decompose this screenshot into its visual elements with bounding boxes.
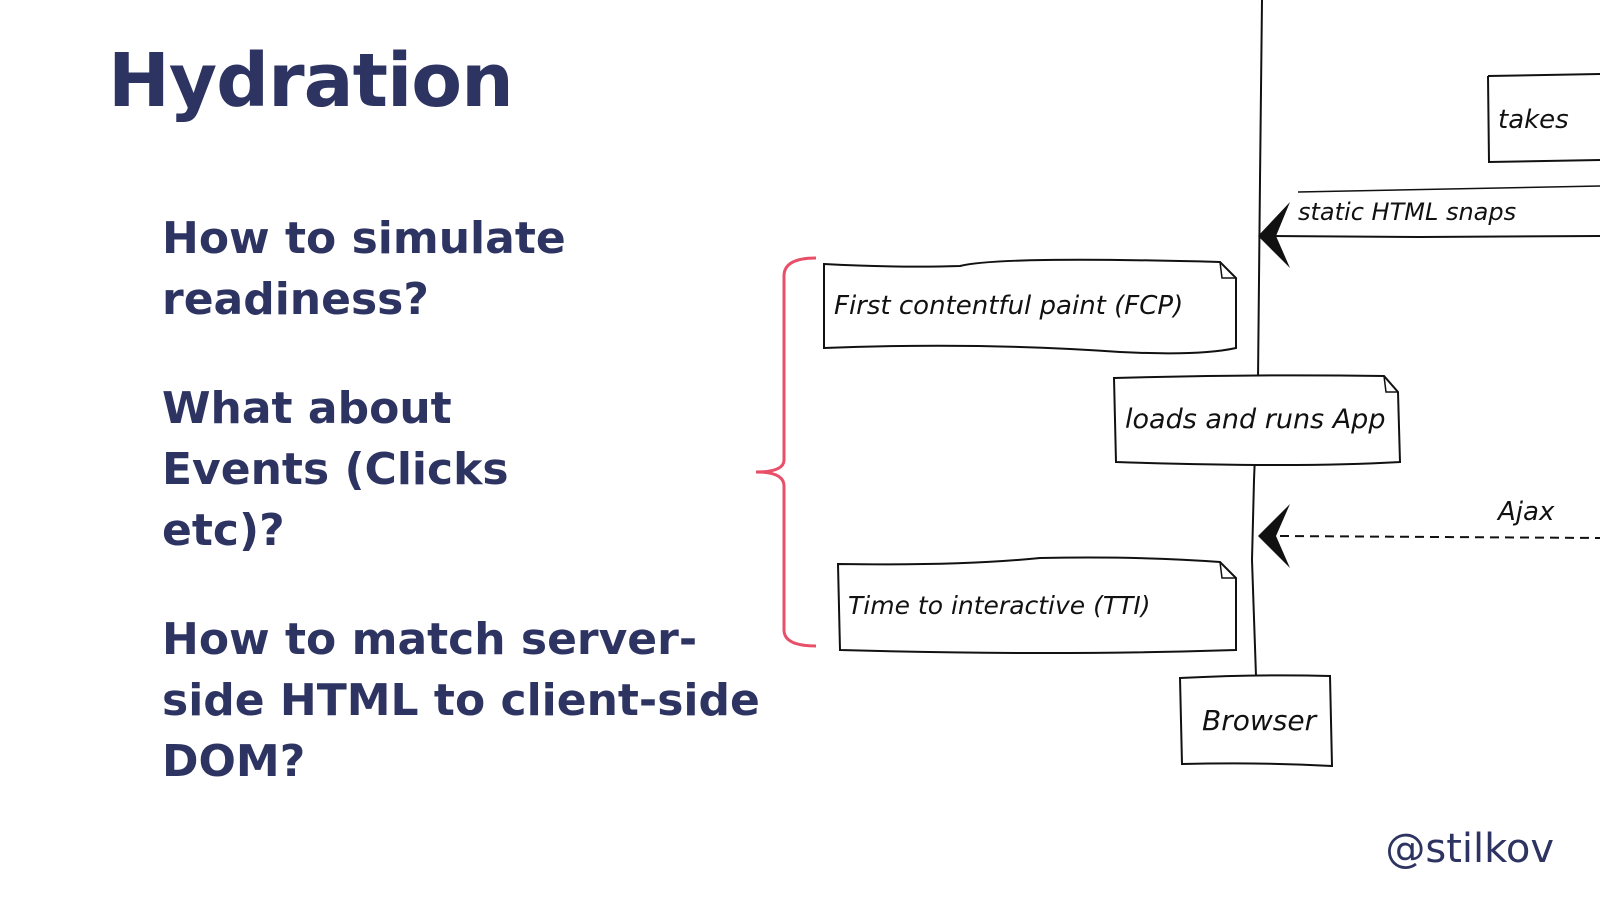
static-html-arrowhead	[1258, 202, 1290, 268]
note-tti-box	[836, 556, 1237, 654]
browser-participant-box	[1178, 674, 1334, 768]
author-handle: @stilkov	[1385, 826, 1554, 872]
question-list: How to simulate readiness? What about Ev…	[162, 208, 782, 840]
ajax-arrow-line	[1279, 535, 1600, 539]
note-tti-text: Time to interactive (TTI)	[848, 591, 1151, 620]
browser-lifeline	[1250, 0, 1263, 677]
note-loads-text: loads and runs App	[1125, 404, 1385, 435]
static-html-label-box	[1296, 186, 1600, 232]
note-loads-box	[1112, 374, 1402, 466]
note-takes-box	[1487, 73, 1600, 164]
ajax-arrowhead	[1258, 504, 1290, 568]
bracket	[755, 256, 817, 648]
note-fcp-text: First contentful paint (FCP)	[834, 291, 1183, 321]
static-html-message-text: static HTML snaps	[1298, 198, 1516, 226]
question-events: What about Events (Clicks etc)?	[162, 383, 509, 556]
slide-title: Hydration	[108, 38, 514, 124]
question-readiness: How to simulate readiness?	[162, 213, 566, 325]
ajax-message-text: Ajax	[1496, 497, 1555, 527]
static-html-arrow-line	[1269, 235, 1600, 239]
note-fcp-box	[823, 258, 1237, 355]
note-takes-text: takes	[1498, 105, 1569, 135]
question-dom-match: How to match server-side HTML to client-…	[162, 614, 760, 787]
browser-participant-text: Browser	[1202, 704, 1318, 737]
